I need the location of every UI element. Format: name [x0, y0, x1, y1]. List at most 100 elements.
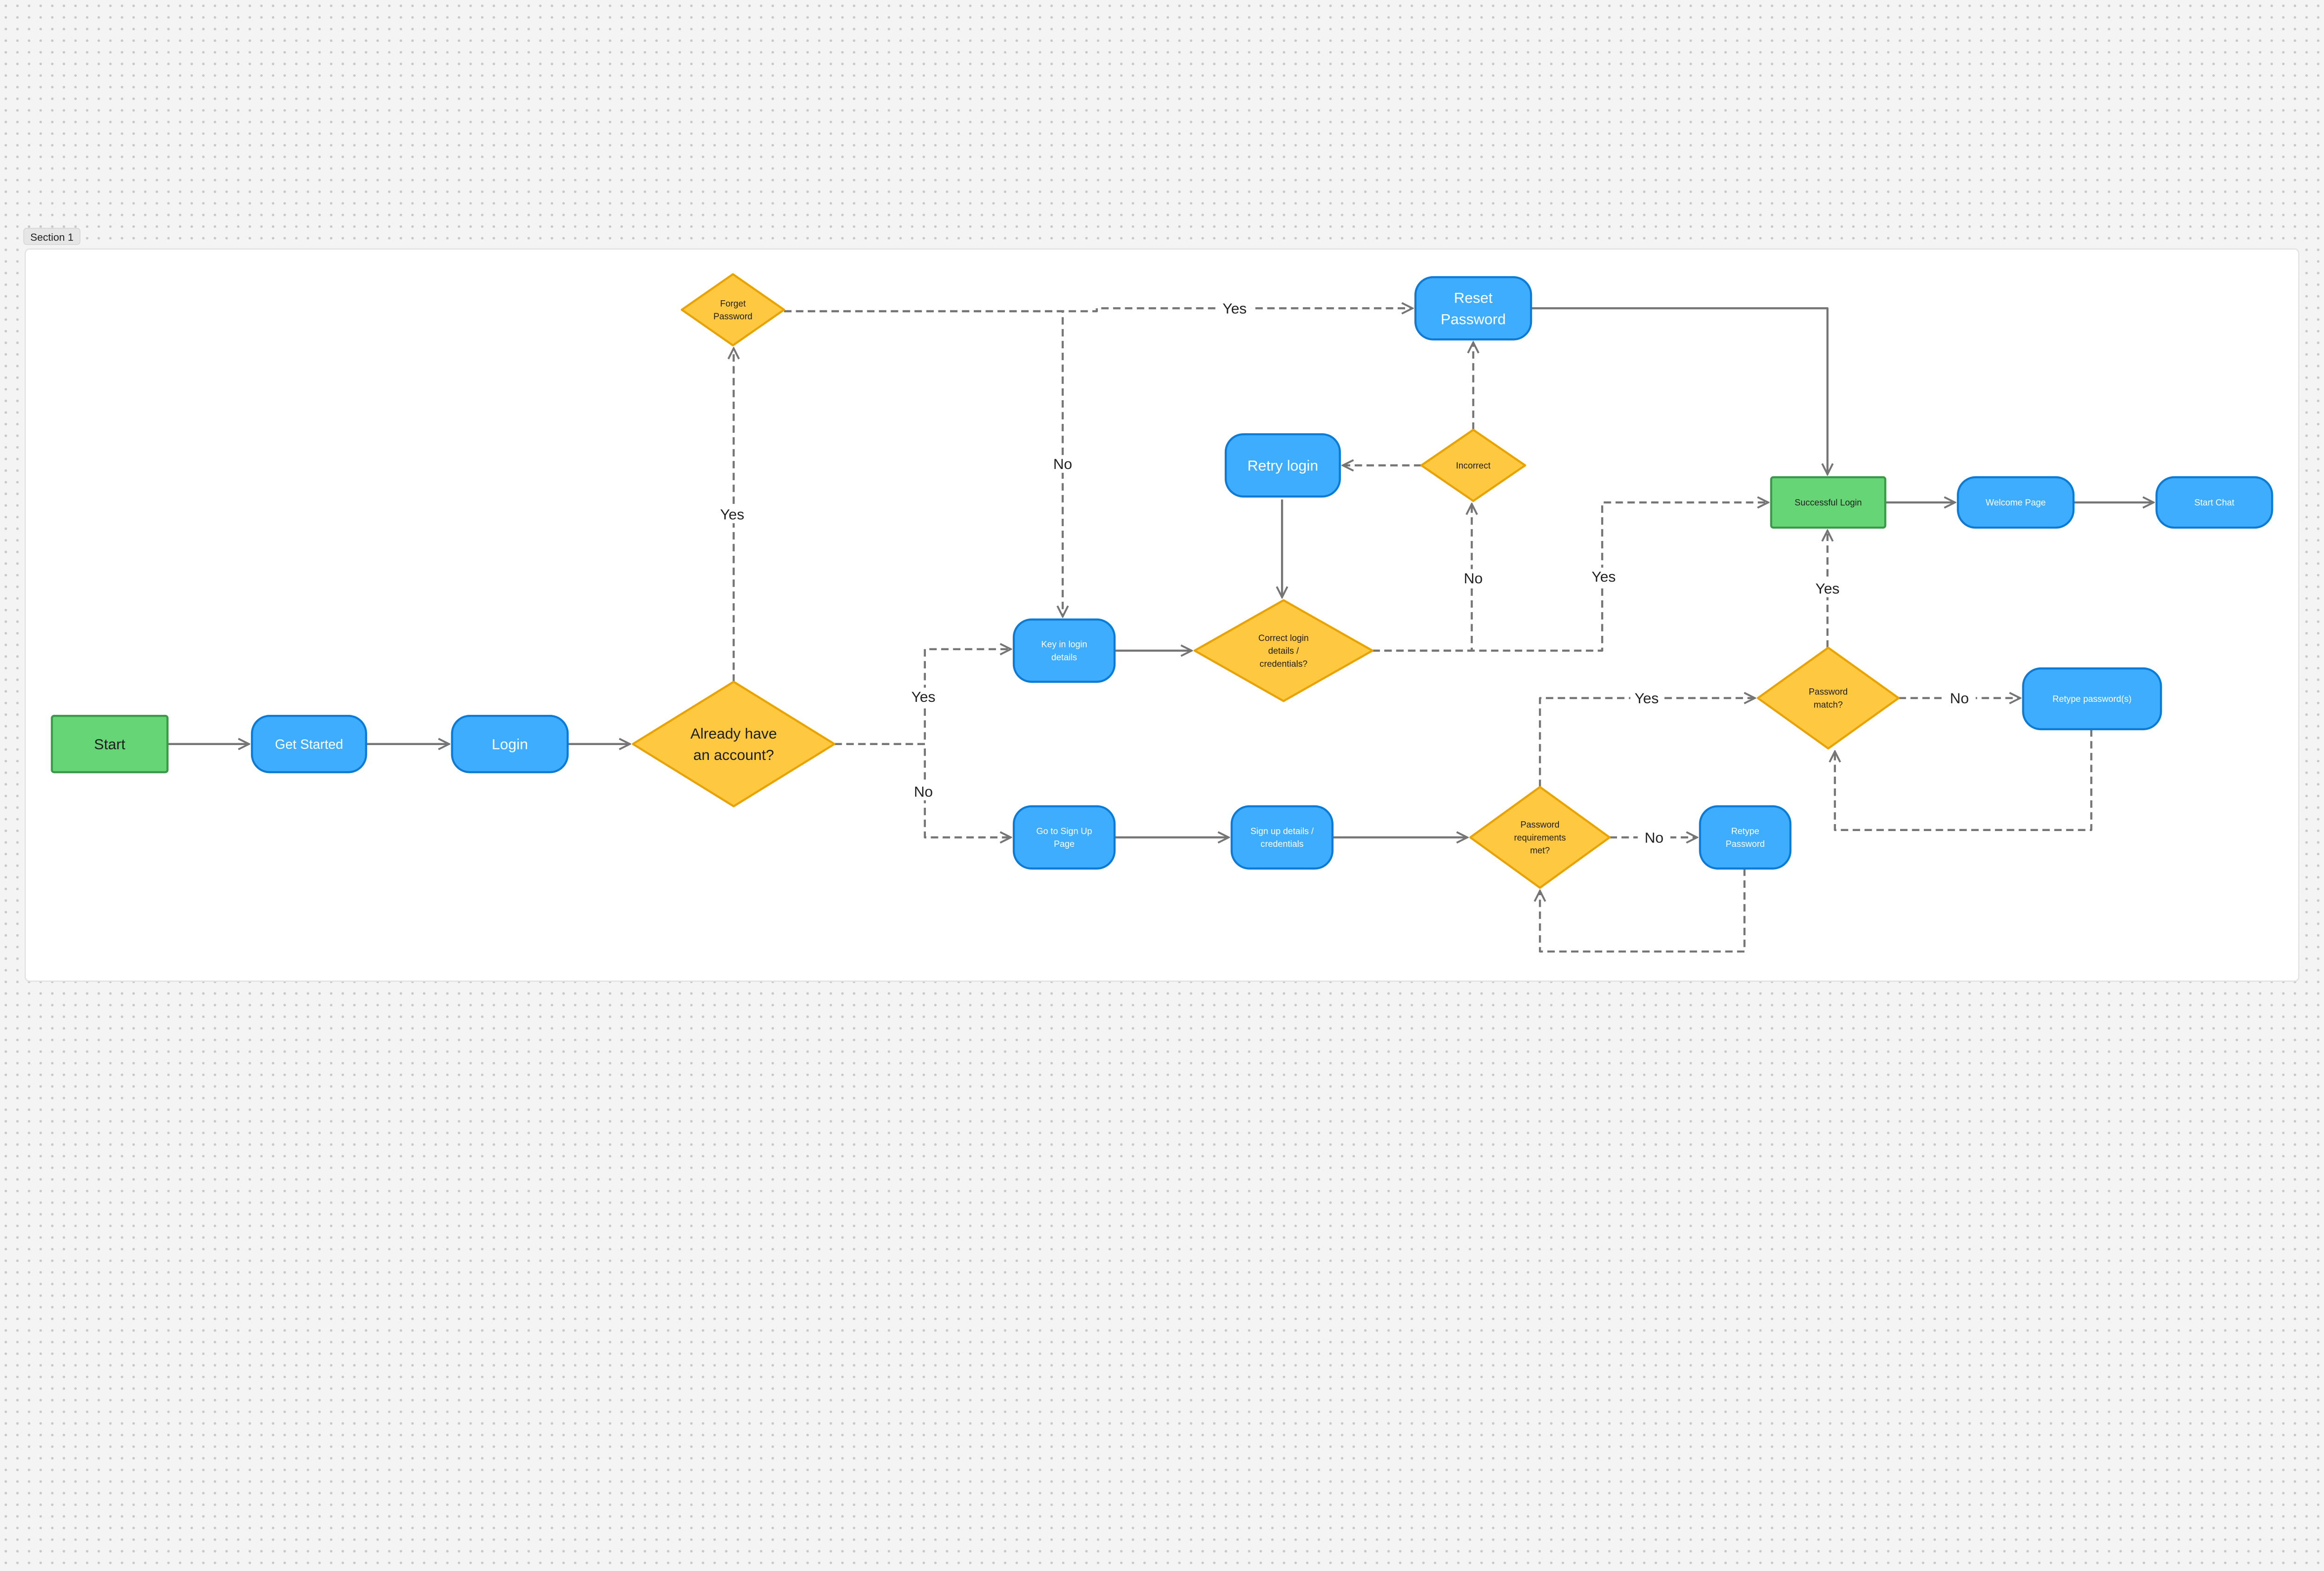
- process-shape: [1012, 805, 1116, 870]
- node-label: Start: [94, 736, 125, 752]
- terminal-shape: [1770, 476, 1887, 529]
- node-label: details: [1051, 653, 1077, 662]
- node-login[interactable]: Login: [451, 714, 569, 773]
- node-label: credentials: [1261, 839, 1304, 849]
- process-shape: [1414, 276, 1532, 341]
- connector-retype_passwords-to-password_match[interactable]: [1835, 729, 2093, 831]
- node-retry-login[interactable]: Retry login: [1224, 433, 1341, 498]
- node-label: Already have: [690, 725, 777, 742]
- node-label: Password: [713, 312, 753, 322]
- node-label: Page: [1054, 839, 1075, 849]
- edge-label-yes: Yes: [1222, 300, 1247, 317]
- node-label: Key in login: [1041, 640, 1087, 650]
- terminal-shape: [51, 714, 169, 773]
- node-get-started[interactable]: Get Started: [251, 714, 367, 773]
- process-shape: [451, 714, 569, 773]
- connector-retype_password-to-password_requirements[interactable]: [1540, 868, 1746, 953]
- decision-shape: [1193, 599, 1374, 702]
- node-label: an account?: [693, 746, 774, 763]
- decision-shape: [680, 273, 786, 347]
- node-label: Retry login: [1248, 457, 1318, 474]
- node-label: Start Chat: [2194, 498, 2235, 508]
- edge-label-yes: Yes: [1816, 580, 1840, 597]
- node-label: requirements: [1514, 833, 1566, 843]
- edge-label-bg: [907, 782, 940, 800]
- edge-label-bg: [1637, 828, 1670, 846]
- node-retype-passwords[interactable]: Retype password(s): [2022, 667, 2162, 731]
- edge-label-bg: [1046, 455, 1079, 473]
- node-label: Welcome Page: [1986, 498, 2046, 508]
- edge-label-no: No: [1053, 455, 1072, 472]
- node-start-chat[interactable]: Start Chat: [2155, 476, 2273, 529]
- process-shape: [251, 714, 367, 773]
- flowchart-canvas: Section 1 Start Get Started Login Already h…: [23, 228, 2300, 982]
- connector-password_requirements-to-password_match[interactable]: [1538, 698, 1755, 787]
- node-label: Password: [1726, 839, 1765, 849]
- edge-label-no: No: [914, 783, 933, 800]
- edge-label-no: No: [1464, 570, 1483, 587]
- edge-label-bg: [1457, 569, 1490, 587]
- node-label: credentials?: [1260, 659, 1307, 669]
- node-label: Password: [1520, 820, 1559, 830]
- process-shape: [1230, 805, 1334, 870]
- node-welcome-page[interactable]: Welcome Page: [1957, 476, 2075, 529]
- edges-layer: [167, 307, 2153, 953]
- node-password-requirements[interactable]: Password requirements met?: [1469, 786, 1611, 889]
- node-label: Login: [492, 736, 528, 752]
- process-shape: [2022, 667, 2162, 731]
- node-key-in-login[interactable]: Key in login details: [1012, 618, 1116, 683]
- node-label: Incorrect: [1456, 461, 1491, 471]
- decision-shape: [632, 680, 836, 807]
- connector-reset_password-to-successful_login[interactable]: [1531, 307, 1828, 474]
- node-label: Successful Login: [1795, 498, 1862, 508]
- edge-label-bg: [1943, 689, 1976, 707]
- node-label: Reset: [1454, 289, 1492, 306]
- edge-label-yes: Yes: [1591, 568, 1616, 585]
- node-label: Sign up details /: [1250, 826, 1314, 836]
- edge-label-no: No: [1644, 829, 1664, 846]
- edge-label-bg: [1811, 579, 1844, 598]
- section-label[interactable]: Section 1: [23, 228, 80, 245]
- edge-label-yes: Yes: [720, 506, 744, 523]
- node-label: met?: [1530, 846, 1550, 856]
- node-label: Retype: [1731, 826, 1759, 836]
- edge-label-bg: [1587, 568, 1620, 586]
- node-label: details /: [1268, 647, 1300, 656]
- process-shape: [1224, 433, 1341, 498]
- section-frame[interactable]: [24, 248, 2300, 982]
- node-already-account[interactable]: Already have an account?: [632, 680, 836, 807]
- node-start[interactable]: Start: [51, 714, 169, 773]
- node-label: Forget: [720, 299, 746, 309]
- node-incorrect[interactable]: Incorrect: [1420, 429, 1526, 502]
- process-shape: [2155, 476, 2273, 529]
- node-signup-details[interactable]: Sign up details / credentials: [1230, 805, 1334, 870]
- node-label: Go to Sign Up: [1036, 826, 1092, 836]
- edge-label-yes: Yes: [1635, 690, 1659, 706]
- node-label: Password: [1809, 687, 1848, 697]
- process-shape: [1012, 618, 1116, 683]
- node-password-match[interactable]: Password match?: [1756, 647, 1900, 750]
- decision-shape: [1469, 786, 1611, 889]
- connector-forget_password-to-key_in_login[interactable]: [784, 310, 1063, 617]
- process-shape: [1699, 805, 1792, 870]
- edge-label-bg: [716, 505, 749, 523]
- node-label: Retype password(s): [2053, 694, 2132, 704]
- edge-label-bg: [1218, 299, 1251, 317]
- edge-label-bg: [1630, 689, 1663, 707]
- node-go-signup[interactable]: Go to Sign Up Page: [1012, 805, 1116, 870]
- node-label: Get Started: [275, 737, 343, 752]
- process-shape: [1957, 476, 2075, 529]
- node-successful-login[interactable]: Successful Login: [1770, 476, 1887, 529]
- section-label-text: Section 1: [30, 231, 73, 243]
- node-label: Password: [1441, 311, 1506, 328]
- node-label: match?: [1814, 700, 1843, 710]
- nodes-layer: Start Get Started Login Already have an acco…: [51, 273, 2273, 889]
- edge-label-bg: [907, 687, 940, 706]
- edge-label-no: No: [1950, 690, 1969, 706]
- decision-shape: [1756, 647, 1900, 750]
